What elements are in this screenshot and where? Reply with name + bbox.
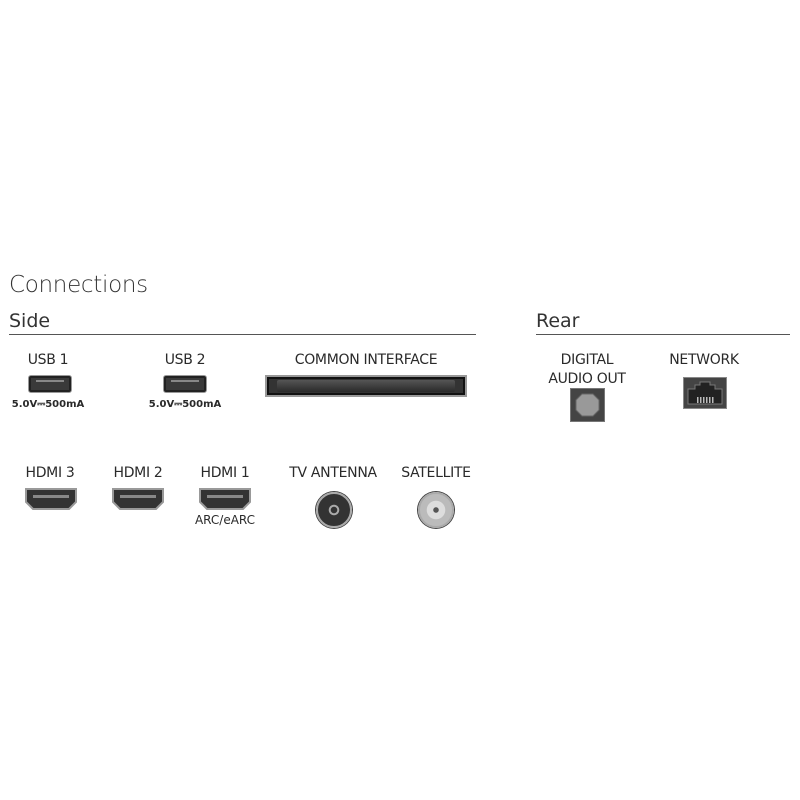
satellite-label: SATELLITE xyxy=(401,465,471,481)
side-divider xyxy=(9,334,476,335)
side-heading: Side xyxy=(9,310,51,332)
rear-divider xyxy=(536,334,790,335)
network-label: NETWORK xyxy=(669,352,739,368)
usb1-port-icon xyxy=(28,375,72,393)
hdmi1-caption: ARC/eARC xyxy=(194,513,256,527)
digital-audio-out-label-line2: AUDIO OUT xyxy=(548,371,626,387)
ethernet-port-icon xyxy=(683,377,727,409)
hdmi2-port-icon xyxy=(112,488,164,510)
usb1-label: USB 1 xyxy=(27,352,69,368)
hdmi1-label: HDMI 1 xyxy=(200,465,250,481)
tv-antenna-port-icon xyxy=(316,492,352,528)
optical-port-icon xyxy=(570,388,605,422)
hdmi3-label: HDMI 3 xyxy=(25,465,75,481)
common-interface-label: COMMON INTERFACE xyxy=(294,352,438,368)
satellite-port-icon xyxy=(418,492,454,528)
hdmi2-label: HDMI 2 xyxy=(113,465,163,481)
usb2-port-icon xyxy=(163,375,207,393)
usb2-caption: 5.0V⎓500mA xyxy=(148,399,222,410)
tv-antenna-label: TV ANTENNA xyxy=(289,465,377,481)
common-interface-slot-icon xyxy=(265,375,467,397)
rear-heading: Rear xyxy=(536,310,580,332)
hdmi1-port-icon xyxy=(199,488,251,510)
usb1-caption: 5.0V⎓500mA xyxy=(11,399,85,410)
digital-audio-out-label-line1: DIGITAL xyxy=(560,352,614,368)
page-title: Connections xyxy=(9,272,148,298)
hdmi3-port-icon xyxy=(25,488,77,510)
usb2-label: USB 2 xyxy=(164,352,206,368)
